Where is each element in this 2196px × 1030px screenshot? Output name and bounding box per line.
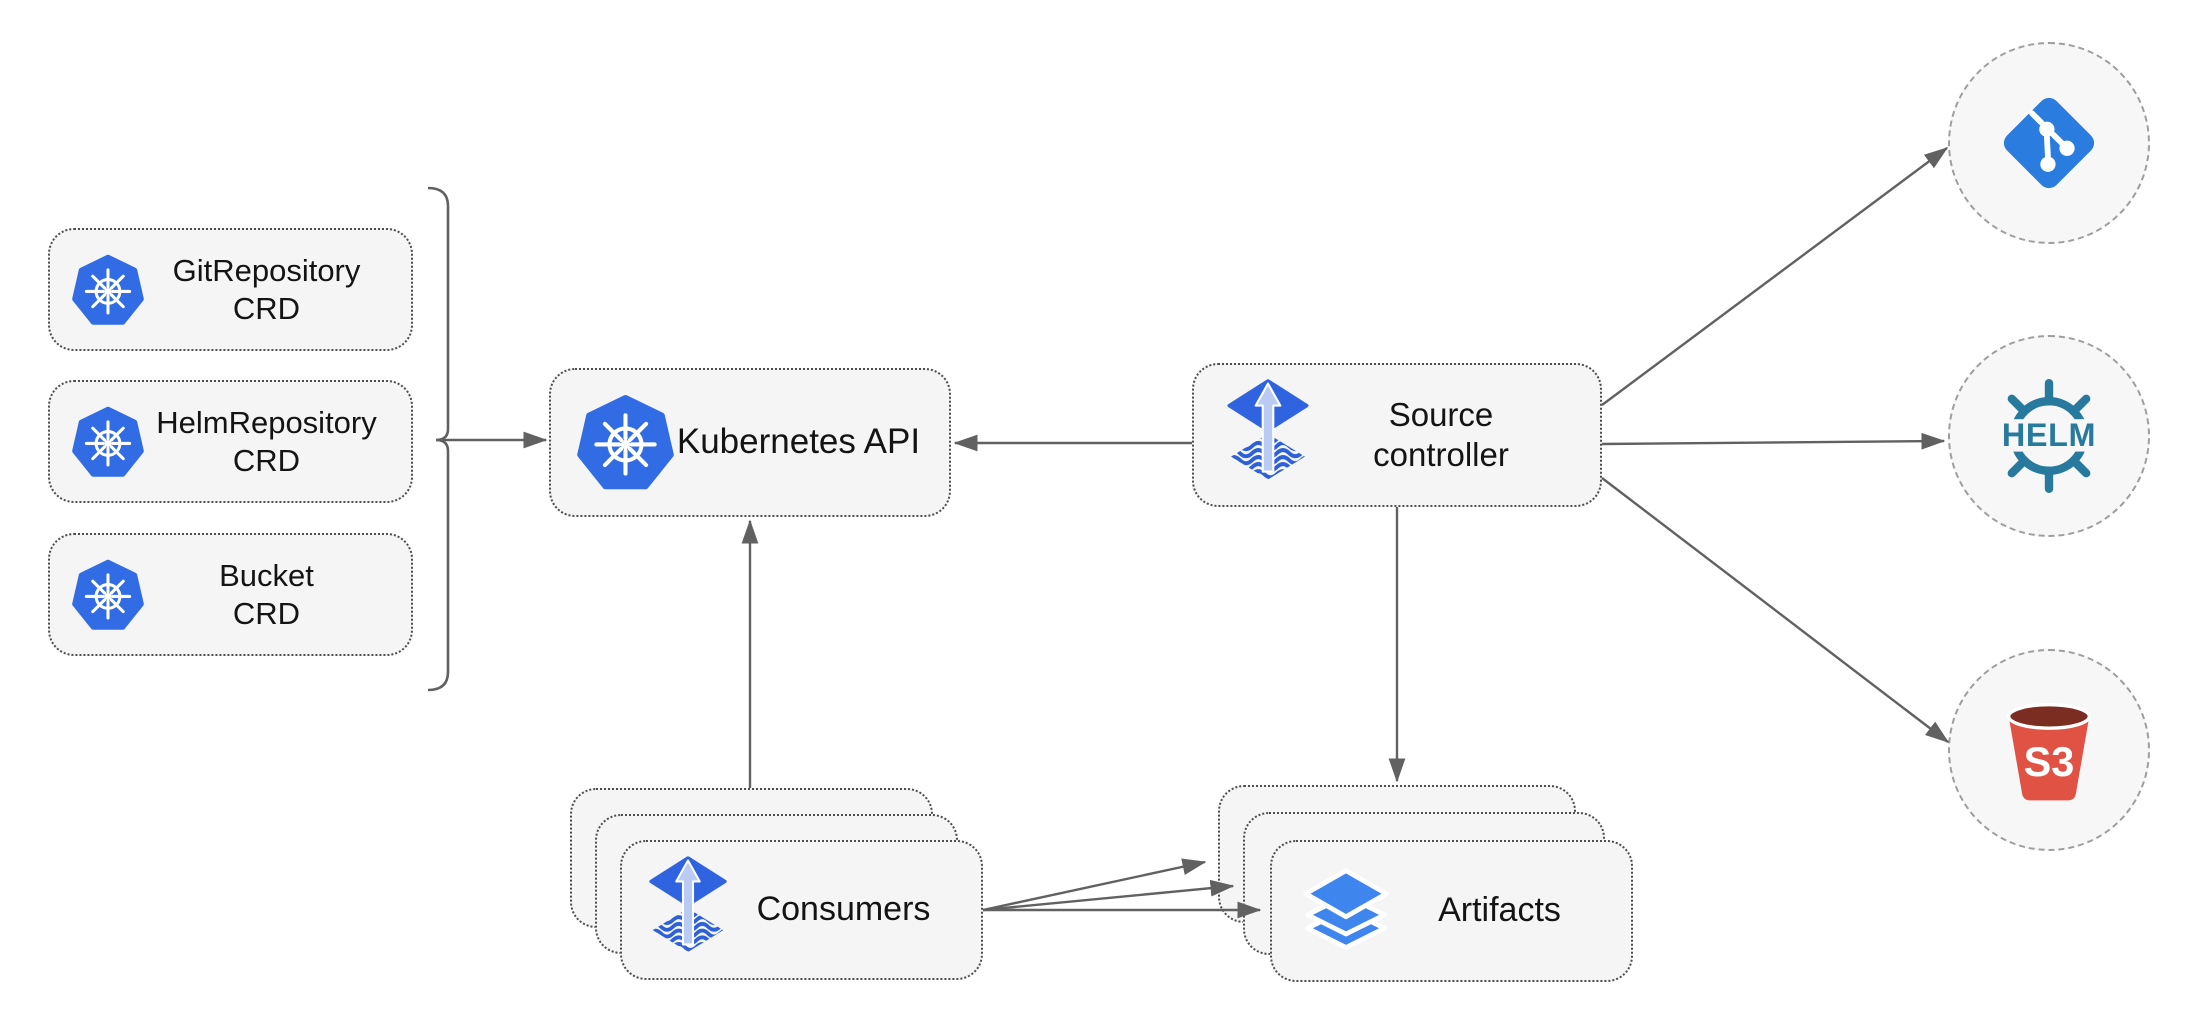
- s3-bucket-icon: S3: [2007, 702, 2091, 801]
- kubernetes-icon: [72, 406, 144, 478]
- node-consumers: Consumers: [620, 840, 983, 980]
- node-gitrepository-crd: GitRepository CRD: [48, 228, 413, 351]
- source-controller-label: Source controller: [1312, 395, 1570, 476]
- edge-source-controller-to-helm: [1601, 432, 1946, 450]
- helmrepository-crd-label: HelmRepository CRD: [144, 404, 389, 480]
- helmrepository-crd-line1: HelmRepository: [156, 404, 377, 440]
- node-source-controller: Source controller: [1192, 363, 1602, 507]
- flux-icon: [646, 856, 730, 964]
- source-controller-line1: Source: [1388, 395, 1494, 433]
- crd-group-bracket: [427, 186, 450, 692]
- consumers-label: Consumers: [756, 890, 931, 929]
- kubernetes-icon: [72, 559, 144, 631]
- edge-source-controller-to-s3: [1601, 477, 1950, 743]
- edge-consumers-to-artifacts-middle: [982, 879, 1235, 912]
- bucket-crd-line1: Bucket: [219, 557, 314, 593]
- node-bucket-crd: Bucket CRD: [48, 533, 413, 656]
- s3-label: S3: [2024, 738, 2075, 785]
- node-s3-source: S3: [1948, 649, 2150, 851]
- git-icon: [2003, 97, 2095, 189]
- gitrepository-crd-line2: CRD: [232, 290, 301, 326]
- edge-consumers-to-artifacts-back: [982, 858, 1207, 912]
- helm-wheel-icon: HELM: [1989, 379, 2109, 493]
- gitrepository-crd-label: GitRepository CRD: [144, 252, 389, 328]
- node-helm-source: HELM: [1948, 335, 2150, 537]
- kubernetes-icon: [72, 254, 144, 326]
- flux-icon: [1224, 379, 1312, 492]
- node-kubernetes-api: Kubernetes API: [549, 368, 951, 517]
- helm-label: HELM: [2002, 417, 2096, 453]
- bucket-crd-line2: CRD: [232, 595, 301, 631]
- edge-source-controller-to-git: [1601, 147, 1949, 406]
- helmrepository-crd-line2: CRD: [232, 442, 301, 478]
- layers-icon: [1298, 863, 1394, 959]
- bucket-crd-label: Bucket CRD: [144, 557, 389, 633]
- kubernetes-api-label: Kubernetes API: [676, 422, 921, 462]
- kubernetes-icon: [577, 394, 674, 491]
- node-git-source: [1948, 42, 2150, 244]
- node-artifacts: Artifacts: [1270, 840, 1633, 982]
- gitrepository-crd-line1: GitRepository: [172, 252, 361, 288]
- node-helmrepository-crd: HelmRepository CRD: [48, 380, 413, 503]
- source-controller-line2: controller: [1373, 436, 1509, 473]
- artifacts-label: Artifacts: [1438, 891, 1561, 930]
